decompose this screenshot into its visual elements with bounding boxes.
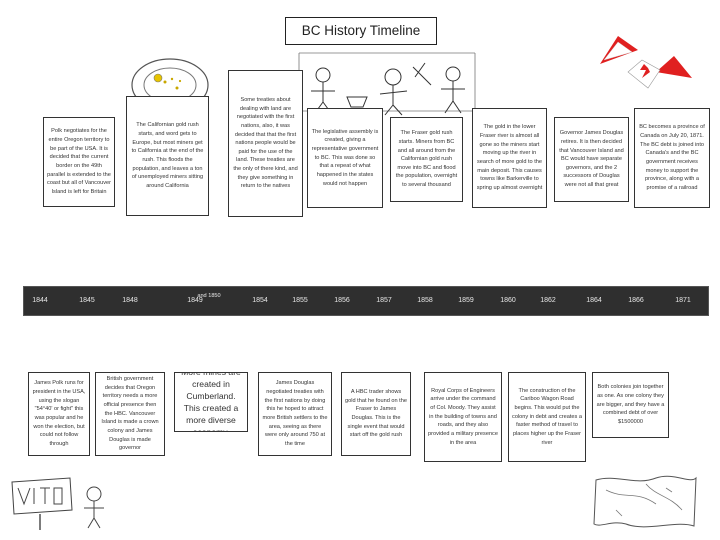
timeline-bar: 1844 1845 1848 1849 and 1850 1854 1855 1… <box>23 286 709 316</box>
event-1857-hbc-gold-box: A HBC trader shows gold that he found on… <box>341 372 411 456</box>
event-1849-crown-colony-box: British government decides that Oregon t… <box>95 372 165 456</box>
year-1862: 1862 <box>540 297 556 304</box>
event-1855-douglas-treaties-text: James Douglas negotiated treaties with t… <box>262 380 328 447</box>
event-1866-union-text: Both colonies join together as one. As o… <box>596 384 665 425</box>
event-1864-douglas-retires-box: Governor James Douglas retires. It is th… <box>554 117 629 202</box>
event-1859-engineers-box: Royal Corps of Engineers arrive under th… <box>424 372 502 462</box>
miners-sketch-icon <box>298 52 476 116</box>
map-sketch-icon <box>593 475 697 528</box>
year-1844: 1844 <box>32 297 48 304</box>
year-1860: 1860 <box>500 297 516 304</box>
year-1848: 1848 <box>122 297 138 304</box>
year-1864: 1864 <box>586 297 602 304</box>
event-1857-hbc-gold-text: A HBC trader shows gold that he found on… <box>345 389 407 439</box>
event-1871-province-box: BC becomes a province of Canada on July … <box>634 108 710 208</box>
year-1859: 1859 <box>458 297 474 304</box>
event-1844-polk-text: James Polk runs for president in the USA… <box>32 380 86 447</box>
event-1852-mines-box: More mines are created in Cumberland. Th… <box>174 372 248 432</box>
event-1856-assembly-text: The legislative assembly is created, giv… <box>311 128 379 187</box>
event-1858-fraser-rush-box: The Fraser gold rush starts. Miners from… <box>390 117 463 202</box>
event-1862-wagon-road-box: The construction of the Cariboo Wagon Ro… <box>508 372 586 462</box>
year-1854: 1854 <box>252 297 268 304</box>
event-1859-engineers-text: Royal Corps of Engineers arrive under th… <box>428 387 498 446</box>
year-1857: 1857 <box>376 297 392 304</box>
event-1862-wagon-road-text: The construction of the Cariboo Wagon Ro… <box>512 387 582 446</box>
event-1856-assembly-box: The legislative assembly is created, giv… <box>307 108 383 208</box>
event-1846-text: Polk negotiates for the entire Oregon te… <box>47 128 111 195</box>
event-1848-gold-rush-box: The Californian gold rush starts, and wo… <box>126 96 209 216</box>
event-1864-douglas-retires-text: Governor James Douglas retires. It is th… <box>559 130 624 189</box>
event-1849-crown-colony-text: British government decides that Oregon t… <box>101 376 159 452</box>
event-1844-polk-box: James Polk runs for president in the USA… <box>28 372 90 456</box>
event-1860-miners-move-text: The gold in the lower Fraser river is al… <box>476 124 543 191</box>
year-1849: 1849 <box>187 297 203 304</box>
year-1866: 1866 <box>628 297 644 304</box>
event-1854-treaties-box: Some treaties about dealing with land ar… <box>228 70 303 217</box>
event-1860-miners-move-box: The gold in the lower Fraser river is al… <box>472 108 547 208</box>
year-1858: 1858 <box>417 297 433 304</box>
event-1866-union-box: Both colonies join together as one. As o… <box>592 372 669 438</box>
event-1855-douglas-treaties-box: James Douglas negotiated treaties with t… <box>258 372 332 456</box>
event-1858-fraser-rush-text: The Fraser gold rush starts. Miners from… <box>395 130 458 189</box>
year-1850: and 1850 <box>197 293 221 299</box>
event-1852-mines-text: More mines are created in Cumberland. Th… <box>181 373 241 431</box>
event-1846-box: Polk negotiates for the entire Oregon te… <box>43 117 115 207</box>
year-1871: 1871 <box>675 297 691 304</box>
year-1856: 1856 <box>334 297 350 304</box>
event-1848-gold-rush-text: The Californian gold rush starts, and wo… <box>131 122 204 189</box>
year-1845: 1845 <box>79 297 95 304</box>
event-1871-province-text: BC becomes a province of Canada on July … <box>639 124 705 191</box>
year-1855: 1855 <box>292 297 308 304</box>
canada-flag-sketch-icon <box>600 36 692 89</box>
page-title: BC History Timeline <box>285 17 437 45</box>
event-1854-treaties-text: Some treaties about dealing with land ar… <box>233 96 298 190</box>
vote-sign-sketch-icon <box>11 477 104 530</box>
